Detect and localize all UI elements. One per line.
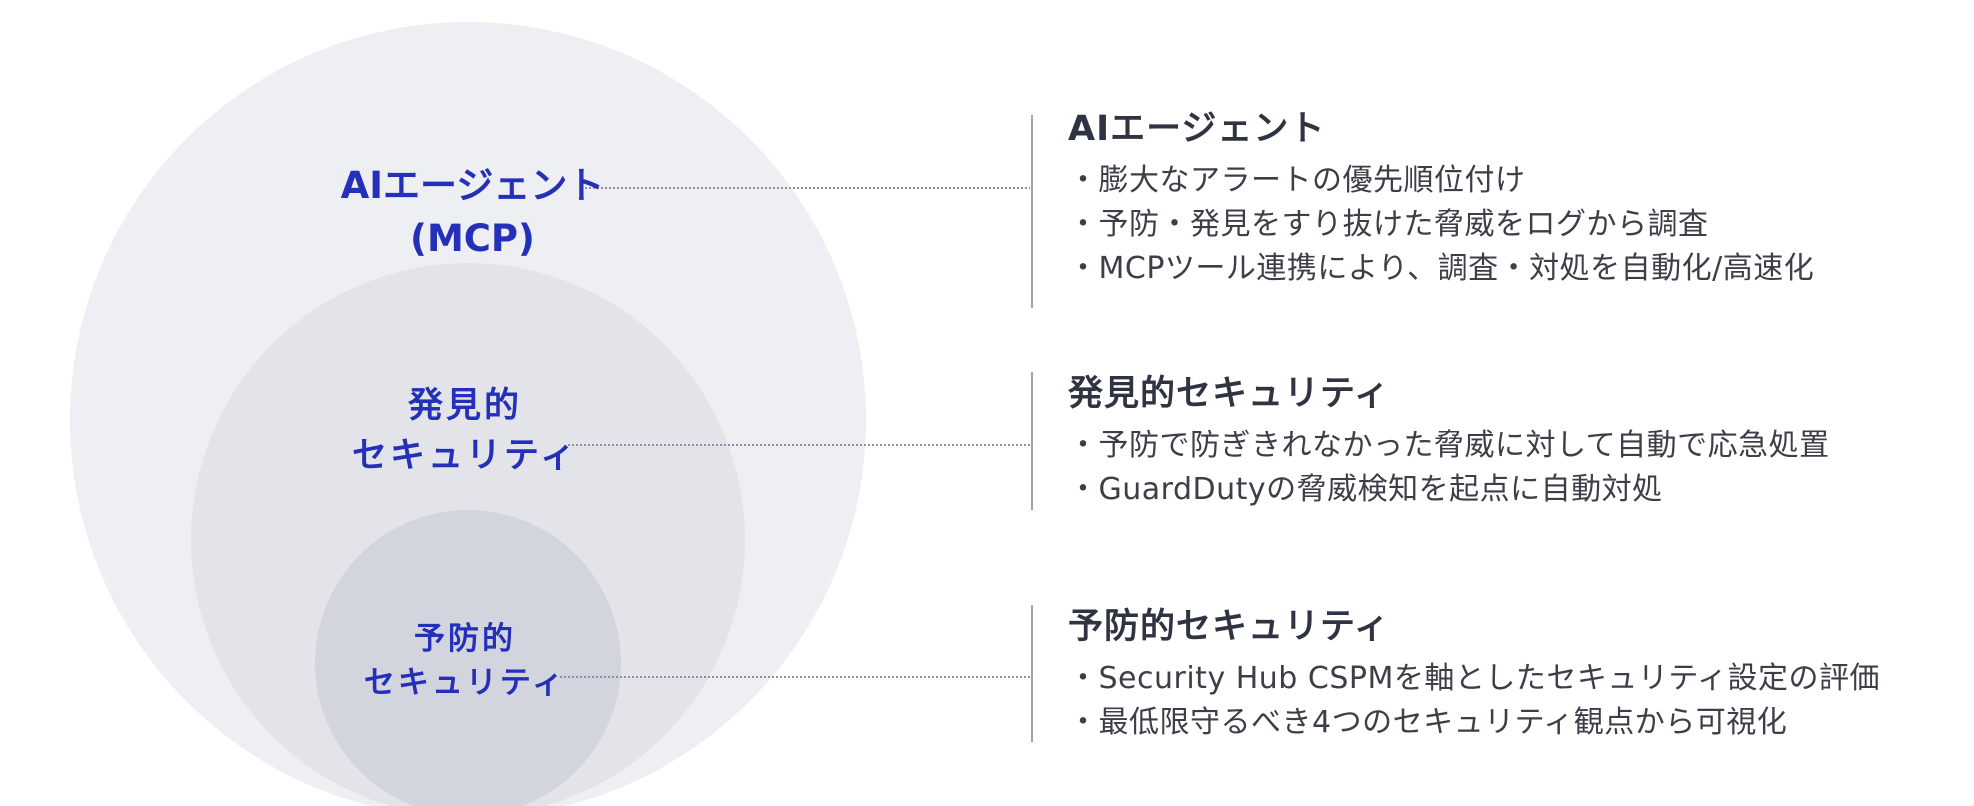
bullet-item: ・膨大なアラートの優先順位付け [1068, 163, 1526, 198]
bullet-item: ・Security Hub CSPMを軸としたセキュリティ設定の評価 [1068, 661, 1881, 696]
bullet-item: ・GuardDutyの脅威検知を起点に自動対処 [1068, 472, 1663, 507]
outer-circle-label-line2: (MCP) [410, 216, 535, 260]
outer-circle-label-line1: AIエージェント [340, 164, 605, 207]
section-preventive-security: 予防的セキュリティ ・Security Hub CSPMを軸としたセキュリティ設… [1068, 598, 1880, 745]
bullet-list: ・Security Hub CSPMを軸としたセキュリティ設定の評価 ・最低限守… [1068, 657, 1880, 745]
section-ai-agent: AIエージェント ・膨大なアラートの優先順位付け ・予防・発見をすり抜けた脅威を… [1068, 100, 1814, 291]
inner-circle-label-line2: セキュリティ [363, 665, 567, 702]
bullet-item: ・予防・発見をすり抜けた脅威をログから調査 [1068, 207, 1709, 242]
section-title: 発見的セキュリティ [1068, 374, 1390, 414]
middle-circle-label-line1: 発見的 [407, 386, 522, 426]
bullet-list: ・予防で防ぎきれなかった脅威に対して自動で応急処置 ・GuardDutyの脅威検… [1068, 424, 1830, 512]
bullet-item: ・最低限守るべき4つのセキュリティ観点から可視化 [1068, 705, 1788, 740]
section-title: AIエージェント [1068, 109, 1326, 149]
inner-circle-label-line1: 予防的 [414, 621, 516, 657]
outer-circle-label: AIエージェント (MCP) [330, 160, 615, 265]
bullet-item: ・MCPツール連携により、調査・対処を自動化/高速化 [1068, 251, 1815, 286]
section-detective-security: 発見的セキュリティ ・予防で防ぎきれなかった脅威に対して自動で応急処置 ・Gua… [1068, 365, 1830, 512]
inner-circle-label: 予防的 セキュリティ [355, 617, 575, 705]
middle-circle-label: 発見的 セキュリティ [350, 382, 580, 481]
inner-circle-preventive [315, 510, 621, 806]
middle-circle-label-line2: セキュリティ [352, 435, 578, 476]
bullet-item: ・予防で防ぎきれなかった脅威に対して自動で応急処置 [1068, 428, 1830, 463]
section-title: 予防的セキュリティ [1068, 607, 1390, 647]
bullet-list: ・膨大なアラートの優先順位付け ・予防・発見をすり抜けた脅威をログから調査 ・M… [1068, 159, 1814, 291]
